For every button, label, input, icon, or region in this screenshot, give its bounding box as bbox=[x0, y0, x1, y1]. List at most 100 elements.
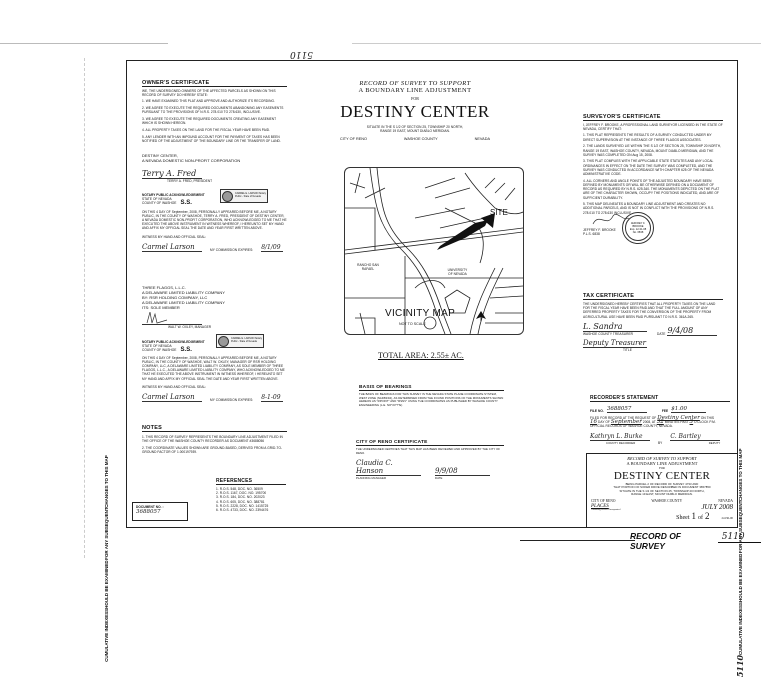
tb-firm-sub: Consulting Services Incorporated bbox=[591, 508, 621, 511]
notary1-body: ON THIS 4 DAY OF September, 2008, PERSON… bbox=[142, 209, 287, 231]
recorder-by-label: BY bbox=[658, 440, 663, 445]
vnote-line: CHANGES TO THIS MAP bbox=[104, 455, 109, 508]
title-situate-1: SITUATE IN THE S 1/2 OF SECTION 25, TOWN… bbox=[366, 125, 464, 129]
vicinity-map-label-university: UNIVERSITY OF NEVADA bbox=[447, 268, 468, 277]
surveyor-seal-inner: JEFFREY F. BROOKE Exp. 12-31-08 No. 6838 bbox=[625, 215, 651, 241]
basis-of-bearings: BASIS OF BEARINGS THE BASIS OF BEARINGS … bbox=[359, 385, 504, 407]
owner2-line: A DELAWARE LIMITED LIABILITY COMPANY bbox=[142, 290, 225, 295]
notary2-state: STATE OF NEVADA bbox=[142, 344, 172, 349]
notary1-county: COUNTY OF WASHOE bbox=[142, 201, 177, 206]
recorders-statement-heading: RECORDER'S STATEMENT bbox=[590, 395, 730, 402]
record-of-survey-label: RECORD OF SURVEY bbox=[630, 531, 681, 551]
basis-of-bearings-body: THE BASIS OF BEARINGS FOR THIS SURVEY IS… bbox=[359, 392, 504, 407]
rvnote-line: CHANGES TO THIS MAP bbox=[738, 448, 743, 501]
recorder-hour-label: O'CLOCK P.M. bbox=[694, 420, 716, 425]
reference-item: 3. R.O.S. 184, DOC. NO. 202023 bbox=[216, 495, 265, 500]
city-certificate-heading: CITY OF RENO CERTIFICATE bbox=[356, 440, 504, 446]
vicinity-map-subtitle: NOT TO SCALE bbox=[399, 322, 426, 326]
references-section: REFERENCES 1. R.O.S. 548, DOC. NO. 36509… bbox=[216, 478, 286, 512]
left-vertical-note: CUMULATIVE INDEXES SHOULD BE EXAMINED FO… bbox=[104, 455, 121, 662]
right-vertical-number: 5110 bbox=[735, 654, 745, 677]
notary2-body: ON THIS 4 DAY OF September, 2008, PERSON… bbox=[142, 355, 285, 381]
surveyor-license: P.L.S. 6838 bbox=[583, 232, 600, 236]
reference-item: 5. R.O.S. 2228, DOC. NO. 1415725 bbox=[216, 503, 269, 508]
notary-acknowledgement-1: NOTARY PUBLIC ACKNOWLEDGEMENT STATE OF N… bbox=[142, 189, 287, 252]
title-project-name: DESTINY CENTER bbox=[340, 102, 490, 121]
recorder-label: COUNTY RECORDER bbox=[606, 440, 636, 445]
title-situate-2: RANGE 19 EAST, MOUNT DIABLO MERIDIAN. bbox=[380, 129, 450, 134]
drawing-frame bbox=[126, 60, 738, 528]
notary1-ss: S.S. bbox=[180, 200, 192, 207]
surveyors-certificate: SURVEYOR'S CERTIFICATE I, JEFFREY F. BRO… bbox=[583, 114, 723, 217]
tb-sheet-total: 2 bbox=[705, 510, 710, 521]
title-line-2: A BOUNDARY LINE ADJUSTMENT bbox=[358, 87, 472, 94]
surveyor-name: JEFFREY F. BROOKE bbox=[583, 228, 616, 232]
notary-seal-emblem-icon bbox=[218, 335, 229, 347]
note-item: 1. THIS RECORD OF SURVEY REPRESENTS THE … bbox=[142, 435, 283, 444]
rvnote-line: SHOULD BE EXAMINED bbox=[738, 553, 743, 605]
tb-project-name: DESTINY CENTER bbox=[613, 470, 711, 482]
title-county: WASHOE COUNTY bbox=[403, 137, 438, 142]
surveyors-item: 2. THE LANDS SURVEYED LIE WITHIN THE S 1… bbox=[583, 144, 722, 157]
notary2-seal: CARMEL E. LARSON Notary Public - State o… bbox=[216, 334, 264, 348]
owners-certificate-heading: OWNER'S CERTIFICATE bbox=[142, 80, 287, 87]
tb-sheet-prefix: Sheet bbox=[676, 514, 690, 521]
notary-seal-emblem-icon bbox=[222, 190, 233, 202]
surveyors-item: 5. THIS MAP DELINEATES A BOUNDARY LINE A… bbox=[583, 202, 715, 215]
surveyors-item: 3. THIS PLAT COMPLIES WITH THE APPLICABL… bbox=[583, 159, 714, 177]
tax-certificate-heading: TAX CERTIFICATE bbox=[583, 293, 723, 300]
recorder-official: OFFICIAL RECORDS OF WASHOE COUNTY, NEVAD… bbox=[590, 424, 673, 429]
vnote-line: CUMULATIVE INDEXES bbox=[104, 611, 109, 662]
seal-line: No. 6838 bbox=[632, 231, 644, 234]
notary1-commission-date: 8/1/09 bbox=[261, 244, 284, 252]
surveyor-seal: JEFFREY F. BROOKE Exp. 12-31-08 No. 6838 bbox=[622, 212, 654, 244]
owner1-name: DESTINY CENTER, bbox=[142, 153, 178, 159]
top-page-number: 5110 bbox=[290, 49, 313, 59]
document-number-value: 3688057 bbox=[136, 509, 161, 516]
tb-for: FOR bbox=[659, 466, 665, 470]
owner1-signature: Terry A. Fred bbox=[142, 169, 202, 180]
recorder-minutes-label: MINUTES PAST bbox=[664, 420, 689, 425]
tax-certificate-body: THE UNDERSIGNED HEREBY CERTIFIES THAT AL… bbox=[583, 302, 716, 319]
notary1-heading: NOTARY PUBLIC ACKNOWLEDGEMENT bbox=[142, 193, 205, 197]
recorder-line1-suffix: ON THIS bbox=[700, 416, 715, 420]
seal-line: BROOKE bbox=[632, 225, 644, 228]
title-block-top: RECORD OF SURVEY TO SUPPORT A BOUNDARY L… bbox=[330, 80, 500, 141]
north-arrow-icon bbox=[476, 310, 486, 322]
recorder-hour: 3 bbox=[689, 419, 694, 426]
tax-certificate-signer: WASHOE COUNTY TREASURER bbox=[583, 331, 633, 336]
tb-firm: PLACES bbox=[591, 503, 609, 509]
reference-item: 1. R.O.S. 548, DOC. NO. 36509 bbox=[216, 487, 263, 491]
recorder-file-label: FILE NO. bbox=[590, 408, 604, 413]
owner2-line: ITS: SOLE MEMBER bbox=[142, 305, 180, 310]
owners-item: 2. WE AGREE TO EXECUTE THE REQUIRED DOCU… bbox=[142, 106, 284, 115]
owners-item: 5. ANY LENDER WITH AN IMPOUND ACCOUNT FO… bbox=[142, 134, 281, 143]
city-certificate-signer: PLANNING MANAGER bbox=[356, 476, 387, 481]
recorder-requester: Destiny Center bbox=[657, 415, 700, 421]
surveyors-intro: I, JEFFREY F. BROOKE, A PROFESSIONAL LAN… bbox=[583, 123, 723, 132]
tb-state: NEVADA bbox=[718, 498, 733, 503]
surveyors-certificate-heading: SURVEYOR'S CERTIFICATE bbox=[583, 114, 723, 121]
tax-certificate-date: 9/4/08 bbox=[667, 326, 718, 337]
recorder-month: September bbox=[610, 419, 642, 426]
notary1-seal: CARMEL E. LARSON Notary Public - State o… bbox=[220, 189, 268, 203]
recorder-year: 2008, AT bbox=[642, 420, 656, 425]
recorder-line1-prefix: FILED FOR RECORD AT THE REQUEST OF bbox=[590, 416, 657, 420]
notary1-signature: Carmel Larson bbox=[142, 243, 202, 252]
owner2-signature-line bbox=[142, 311, 202, 325]
vicinity-map-label-rancho: RANCHO SAN RAFAEL bbox=[357, 263, 379, 272]
owners-item: 1. WE HAVE EXAMINED THIS PLAT AND APPROV… bbox=[142, 99, 275, 104]
footer-rule bbox=[520, 540, 635, 541]
recorder-fee-label: FEE bbox=[661, 408, 669, 413]
notary2-seal-text: CARMEL E. LARSON Notary Public - State o… bbox=[231, 337, 262, 343]
recorder-signature: Kathryn L. Burke bbox=[590, 433, 650, 441]
reference-item: 6. R.O.S. 4733, DOC. NO. 2394476 bbox=[216, 508, 269, 513]
city-certificate-body: THE UNDERSIGNED CERTIFIES THAT THIS MAP … bbox=[356, 447, 501, 455]
notary1-state: STATE OF NEVADA bbox=[142, 197, 172, 202]
document-number-label: DOCUMENT NO. : bbox=[136, 505, 164, 509]
tax-certificate-title: Deputy Treasurer bbox=[583, 339, 647, 349]
scan-edge-line-right bbox=[352, 43, 761, 44]
tb-desc-3: SITUATE IN THE S 1/2 OF SECTION 25, TOWN… bbox=[619, 488, 705, 493]
tb-line-1: RECORD OF SURVEY TO SUPPORT bbox=[627, 456, 697, 461]
owner2-block: THREE FLAGGS, L.L.C. A DELAWARE LIMITED … bbox=[142, 285, 287, 329]
